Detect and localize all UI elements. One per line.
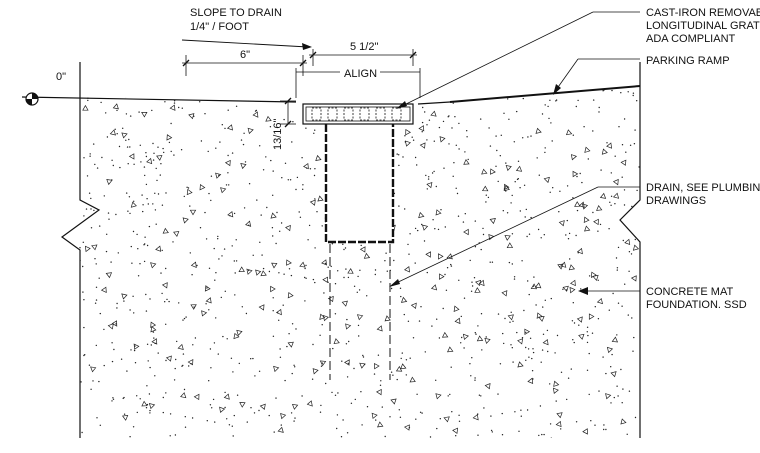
parking-ramp-surface-upper bbox=[449, 85, 641, 103]
parking-ramp-leader-diag bbox=[555, 58, 579, 91]
foundation-label-line2: FOUNDATION. SSD bbox=[646, 299, 747, 311]
dimension-13-16in bbox=[280, 97, 296, 128]
drain-leader-diag bbox=[391, 186, 599, 286]
drain-label-line2: DRAWINGS bbox=[646, 195, 706, 207]
drain-channel bbox=[324, 124, 395, 244]
slope-label-line1: SLOPE TO DRAIN bbox=[190, 7, 282, 19]
grate-label-line2: LONGITUDINAL GRATE, bbox=[646, 20, 760, 32]
dimension-align bbox=[295, 68, 421, 98]
parking-ramp-label: PARKING RAMP bbox=[646, 55, 730, 67]
foundation-label-line1: CONCRETE MAT bbox=[646, 286, 733, 298]
parking-ramp-arrowhead bbox=[553, 84, 561, 95]
grate-bars bbox=[311, 107, 402, 121]
grate-leader bbox=[397, 11, 594, 109]
slope-arrow bbox=[181, 39, 309, 48]
elevation-label: 0" bbox=[56, 71, 66, 83]
grate-leader-arrowhead bbox=[396, 101, 407, 109]
concrete-slab-right-edge bbox=[619, 62, 641, 438]
grate-frame bbox=[302, 103, 414, 125]
dimension-5-1-2in bbox=[309, 49, 417, 66]
dimension-13-16in-text: 13/16" bbox=[272, 118, 284, 150]
concrete-stipple bbox=[79, 89, 640, 438]
grate-label-line1: CAST-IRON REMOVABLE bbox=[646, 7, 760, 19]
slope-arrowhead bbox=[302, 43, 312, 50]
concrete-slab bbox=[60, 62, 101, 438]
elevation-marker bbox=[25, 92, 39, 106]
dimension-5-1-2in-text: 5 1/2" bbox=[350, 41, 378, 53]
dimension-6in bbox=[182, 55, 307, 76]
grate-label-line3: ADA COMPLIANT bbox=[646, 33, 736, 45]
parking-ramp-surface bbox=[417, 101, 451, 105]
slab-top-line bbox=[21, 96, 297, 103]
grate-frame-inner bbox=[305, 106, 411, 122]
drain-label-line1: DRAIN, SEE PLUMBING bbox=[646, 182, 760, 194]
drain-leader-arrowhead bbox=[389, 279, 400, 287]
dimension-align-text: ALIGN bbox=[344, 68, 377, 80]
slope-label-line2: 1/4" / FOOT bbox=[190, 21, 249, 33]
dimension-6in-text: 6" bbox=[240, 49, 250, 61]
foundation-leader-arrowhead bbox=[578, 287, 588, 295]
